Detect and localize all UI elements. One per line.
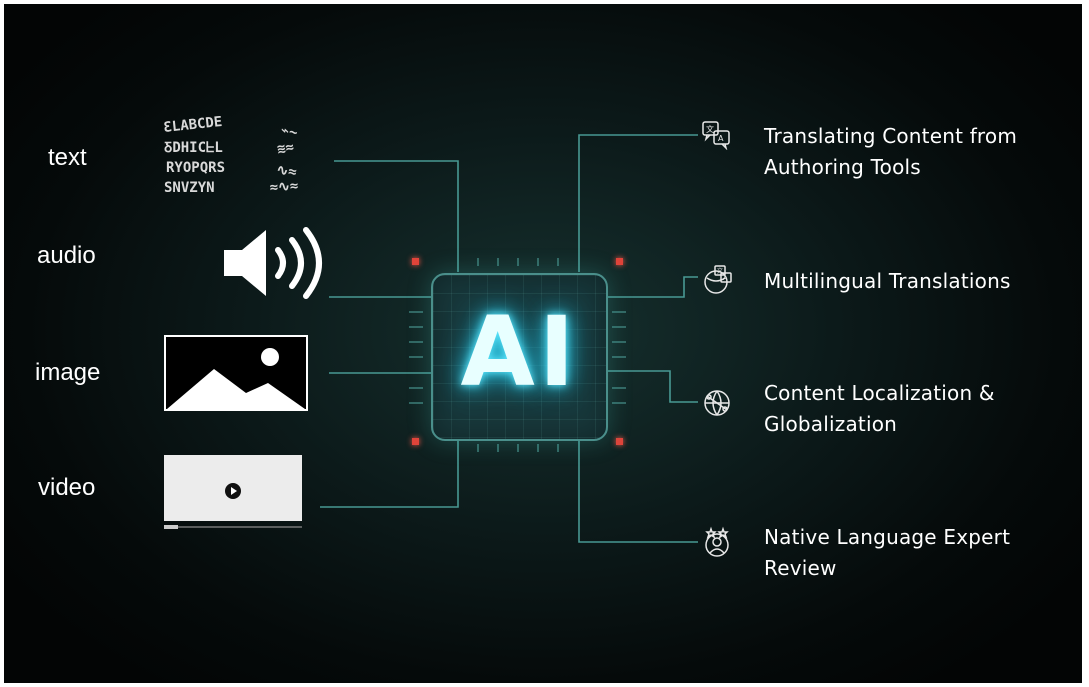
svg-text:≋≈: ≋≈ (276, 139, 295, 158)
speaker-icon (224, 227, 322, 299)
input-label-video: video (38, 474, 96, 501)
image-icon (164, 335, 308, 411)
output-label-translating: Translating Content from Authoring Tools (764, 121, 1017, 183)
output-line: Content Localization & (764, 381, 995, 405)
indicator-dot (616, 258, 623, 265)
output-line: Globalization (764, 412, 898, 436)
indicator-dot (412, 258, 419, 265)
svg-text:ƐLABCDE: ƐLABCDE (163, 116, 223, 136)
expert-icon (705, 526, 729, 557)
chip-grid (433, 275, 606, 439)
output-line: Review (764, 556, 837, 580)
wire-out-1 (578, 134, 698, 272)
svg-text:∿≈: ∿≈ (275, 162, 297, 181)
wire-out-2 (604, 276, 698, 298)
input-label-image: image (35, 359, 101, 386)
svg-text:文: 文 (717, 267, 723, 275)
text-glyphs-icon: ƐLABCDE ⌁~ ꝽDHICᖶL ≋≈ RYOPQRS ∿≈ SNVZYN … (163, 116, 299, 196)
indicator-dot (616, 438, 623, 445)
wire-text (334, 160, 459, 272)
indicator-dot (412, 438, 419, 445)
ai-chip: AI (431, 273, 608, 441)
svg-text:A: A (723, 275, 728, 282)
svg-text:SNVZYN: SNVZYN (164, 180, 215, 196)
svg-text:⌁~: ⌁~ (279, 122, 299, 141)
svg-text:A: A (718, 134, 724, 143)
globe-icon (704, 390, 730, 416)
output-label-localization: Content Localization & Globalization (764, 378, 995, 440)
chip-pins (409, 258, 626, 452)
svg-text:ꝽDHICᖶL: ꝽDHICᖶL (164, 140, 223, 156)
video-player-icon (164, 455, 302, 529)
multilingual-icon: 文 A (704, 265, 732, 294)
svg-text:RYOPQRS: RYOPQRS (166, 160, 225, 176)
output-line: Translating Content from (764, 124, 1018, 148)
input-label-text: text (48, 144, 87, 171)
output-line: Multilingual Translations (764, 269, 1011, 293)
connector-lines (320, 134, 698, 543)
output-label-expert-review: Native Language Expert Review (764, 522, 1010, 584)
wire-out-3 (604, 370, 698, 403)
output-line: Native Language Expert (764, 525, 1011, 549)
svg-text:≈∿≈: ≈∿≈ (269, 178, 299, 196)
input-label-audio: audio (37, 242, 96, 269)
wire-video (320, 437, 459, 508)
ai-chip-label: AI (460, 296, 579, 408)
wire-out-4 (578, 437, 698, 543)
output-label-multilingual: Multilingual Translations (764, 266, 1011, 297)
svg-text:文: 文 (706, 124, 714, 134)
translate-icon: 文 A (702, 121, 730, 150)
diagram-canvas: AI text audio image video ƐLABCDE ⌁~ ꝽDH… (4, 4, 1082, 683)
output-line: Authoring Tools (764, 155, 921, 179)
